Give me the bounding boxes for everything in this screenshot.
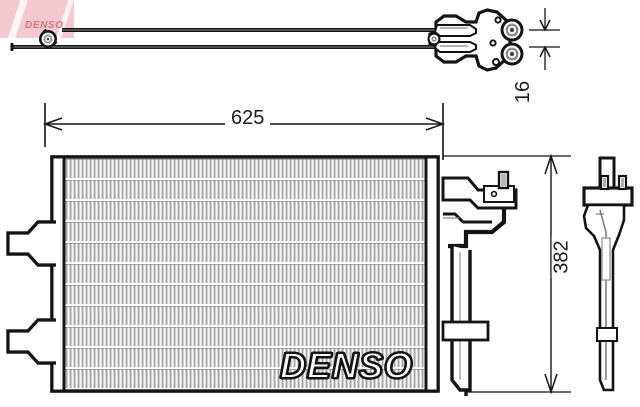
dimension-height-value: 382 (551, 235, 573, 279)
dimension-depth (529, 8, 560, 70)
receiver-drier (450, 246, 472, 392)
outlet-pipe-loop (448, 208, 507, 249)
top-pipe-assembly (10, 28, 452, 51)
flange-block-assembly (427, 8, 524, 72)
width-arrow-right (425, 117, 446, 131)
receiver-drier-side-view (582, 156, 634, 392)
bracket-bolt-hole (490, 190, 498, 198)
bolt-hole-upper (500, 18, 524, 42)
side-view-window (601, 237, 611, 281)
left-mounting-tab-upper (6, 220, 52, 267)
side-view-clamp (596, 327, 618, 342)
flange-side-ring (427, 32, 441, 46)
bolt-hole-lower (500, 42, 524, 66)
bracket-stud-shade (501, 174, 506, 186)
flange-latch-lower (433, 41, 477, 53)
side-view-stud-left-shade (603, 178, 606, 187)
locator-pip-top (494, 16, 502, 24)
dimension-width-value: 625 (225, 108, 271, 128)
dimension-depth-value: 16 (512, 76, 534, 108)
locator-pip-bottom (492, 58, 500, 66)
drier-clamp (441, 320, 490, 342)
right-outlet-assembly (441, 170, 518, 396)
flange-latch-upper (433, 24, 477, 37)
depth-arrow-top (539, 19, 551, 32)
dimension-height (443, 153, 571, 395)
depth-arrow-bottom (539, 45, 551, 58)
side-view-lower-body (582, 203, 626, 392)
height-arrow-bottom (544, 373, 558, 395)
left-mounting-tab-lower (6, 318, 52, 365)
pipe-grommet-ring (39, 30, 57, 48)
height-arrow-top (544, 153, 558, 175)
locator-pip-mid (489, 39, 497, 47)
width-arrow-left (42, 117, 63, 131)
denso-brand-label: DENSO (279, 345, 414, 386)
watermark-label: DENSO (25, 20, 64, 31)
side-view-flange (582, 186, 634, 207)
side-view-stud-right-shade (621, 178, 624, 187)
denso-watermark-logo: DENSO (0, 0, 74, 38)
